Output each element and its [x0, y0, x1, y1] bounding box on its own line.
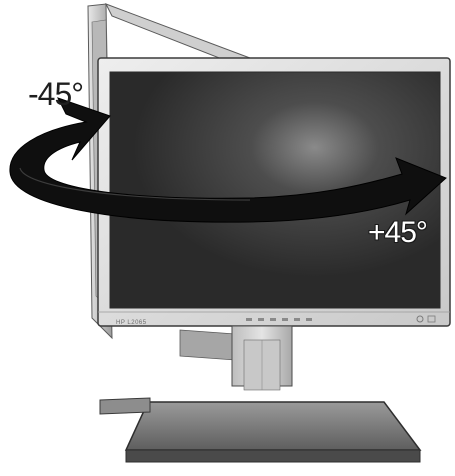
brand-label: HP L2065 [116, 320, 147, 326]
stand-neck [232, 326, 292, 390]
right-angle-label: +45° [368, 218, 427, 248]
left-angle-label: -45° [28, 78, 83, 110]
stand-base [100, 398, 420, 462]
